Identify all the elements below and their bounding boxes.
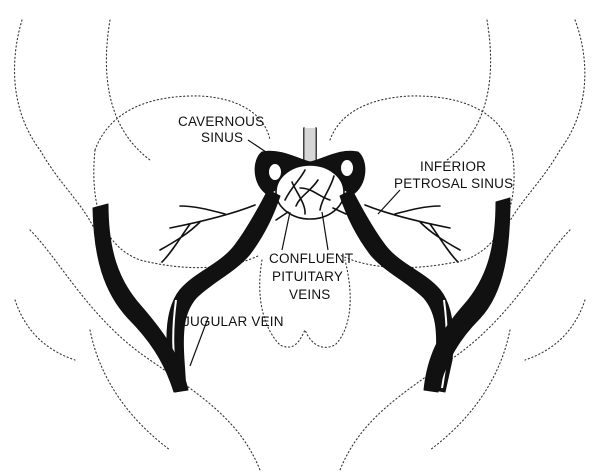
label-jugular-vein: JUGULAR VEIN: [183, 314, 284, 329]
pituitary-stalk: [304, 128, 316, 162]
label-confluent-pituitary-veins-line3: VEINS: [289, 287, 331, 302]
label-confluent-pituitary-veins-line2: PITUITARY: [272, 269, 343, 284]
label-inferior-petrosal-sinus-line2: PETROSAL SINUS: [394, 176, 513, 191]
pituitary-gland: [276, 165, 346, 220]
label-cavernous-sinus-line2: SINUS: [201, 130, 243, 145]
label-inferior-petrosal-sinus-line1: INFERIOR: [420, 159, 486, 174]
label-cavernous-sinus-line1: CAVERNOUS: [178, 114, 264, 129]
left-jugular-vein: [93, 204, 188, 392]
label-confluent-pituitary-veins-line1: CONFLUENT: [269, 251, 353, 266]
